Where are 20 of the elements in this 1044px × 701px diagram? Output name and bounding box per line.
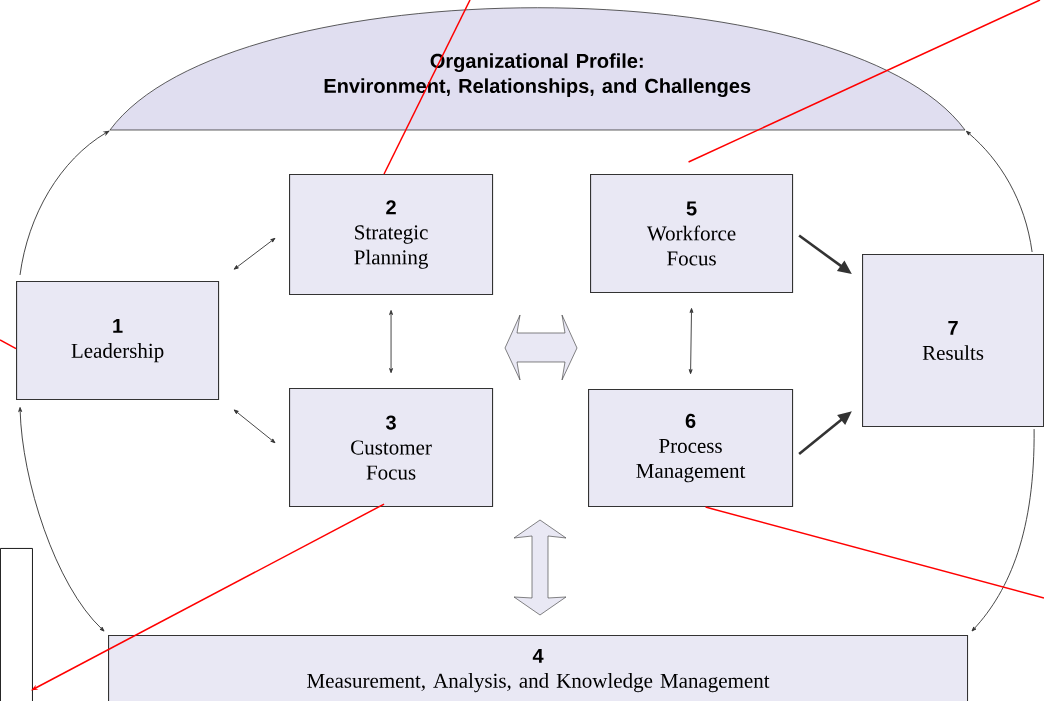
double-arrow [688,308,694,375]
double-arrow [233,409,276,444]
leader-line [383,0,471,175]
category-box: 3 Customer Focus [289,388,494,508]
leader-line [0,339,17,350]
category-box: 2 Strategic Planning [289,174,494,296]
category-box: 7 Results [862,254,1044,428]
curved-arrow [18,407,105,632]
category-box: 4 Measurement, Analysis, and Knowledge Management [108,635,969,701]
curved-arrow [971,428,1035,632]
curved-arrow [19,130,110,276]
outline-box [0,548,33,701]
category-box: 1 Leadership [16,281,220,401]
leader-line [704,506,1044,599]
double-arrow [233,237,276,270]
double-arrow [389,310,393,374]
category-box: 5 Workforce Focus [590,174,794,294]
leader-line [687,0,1041,163]
category-box: 6 Process Management [588,389,794,508]
curved-arrow [965,130,1033,253]
